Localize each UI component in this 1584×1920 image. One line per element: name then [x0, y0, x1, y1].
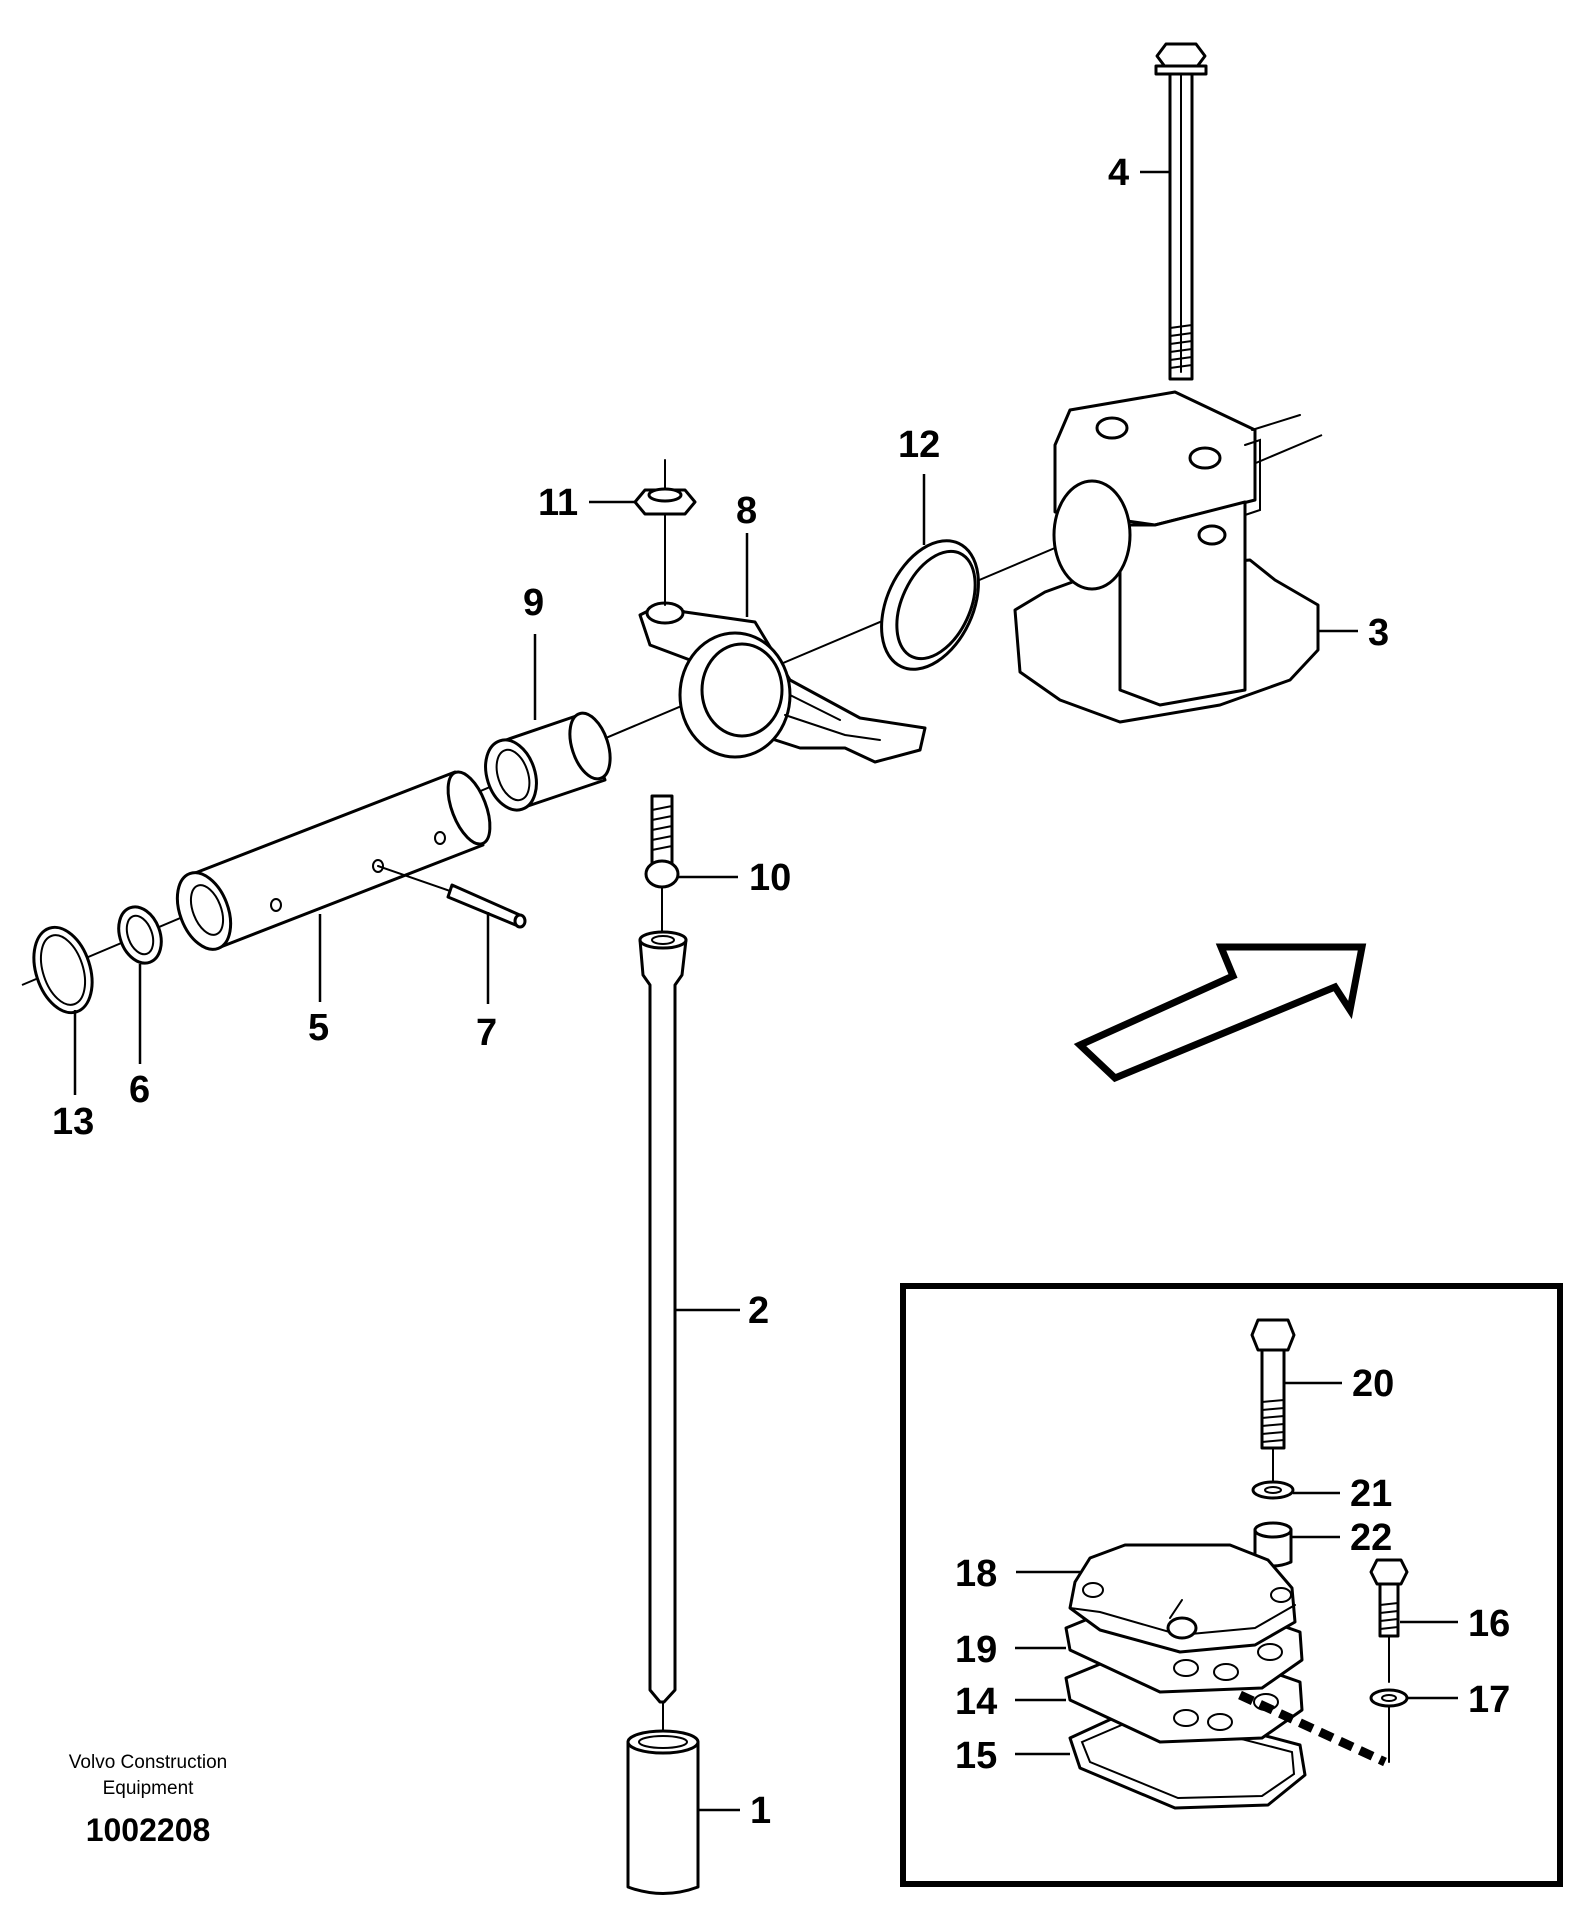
callout-14: 14	[955, 1681, 997, 1723]
callout-1: 1	[750, 1790, 771, 1832]
part-3-rocker-bracket	[1013, 390, 1320, 724]
part-6-washer	[117, 905, 163, 965]
part-2-push-rod	[638, 930, 688, 1736]
callout-13: 13	[52, 1101, 94, 1143]
inset-detail-frame	[900, 1283, 1563, 1887]
part-10-adjusting-screw	[644, 794, 680, 933]
callout-10: 10	[749, 857, 791, 899]
part-16-small-bolt	[1369, 1558, 1409, 1683]
callout-11: 11	[538, 482, 578, 524]
callout-16: 16	[1468, 1603, 1510, 1645]
part-11-nut	[633, 459, 697, 606]
part-1-valve-tappet	[626, 1729, 700, 1895]
part-5-rocker-shaft	[175, 770, 492, 951]
callout-7: 7	[476, 1012, 497, 1054]
document-number: 1002208	[86, 1812, 211, 1848]
callout-15: 15	[955, 1735, 997, 1777]
part-4-long-bolt	[1154, 42, 1208, 381]
part-13-snap-ring	[32, 925, 94, 1015]
callout-8: 8	[736, 490, 757, 532]
part-17-washer	[1369, 1688, 1409, 1763]
part-7-pin	[377, 865, 527, 929]
brand-line-2: Equipment	[103, 1778, 195, 1799]
callout-20: 20	[1352, 1363, 1394, 1405]
callout-2: 2	[748, 1290, 769, 1332]
part-20-cover-bolt	[1250, 1318, 1296, 1483]
callout-4: 4	[1108, 152, 1129, 194]
callout-17: 17	[1468, 1679, 1510, 1721]
callout-18: 18	[955, 1553, 997, 1595]
part-12-sealing-ring	[880, 539, 980, 671]
footer-credit: Volvo Construction Equipment 1002208	[69, 1752, 227, 1848]
brand-line-1: Volvo Construction	[69, 1752, 227, 1773]
callout-5: 5	[308, 1007, 329, 1049]
part-8-rocker-arm	[638, 601, 927, 764]
callout-19: 19	[955, 1629, 997, 1671]
direction-arrow-icon	[1073, 943, 1367, 1083]
part-21-washer	[1251, 1480, 1295, 1500]
part-18-cover	[1068, 1543, 1297, 1654]
callout-3: 3	[1368, 612, 1389, 654]
callout-9: 9	[523, 582, 544, 624]
callout-12: 12	[898, 424, 940, 466]
callout-21: 21	[1350, 1473, 1392, 1515]
leader-lines	[73, 170, 1458, 1812]
callout-labels: 4 3 12 8 11 9 10 5 7 6 13 2 1 20 21 22 1…	[52, 152, 1510, 1832]
inset-dashed-assembly-line	[1238, 1690, 1387, 1767]
part-9-bushing	[484, 711, 612, 812]
callout-6: 6	[129, 1069, 150, 1111]
callout-22: 22	[1350, 1517, 1392, 1559]
